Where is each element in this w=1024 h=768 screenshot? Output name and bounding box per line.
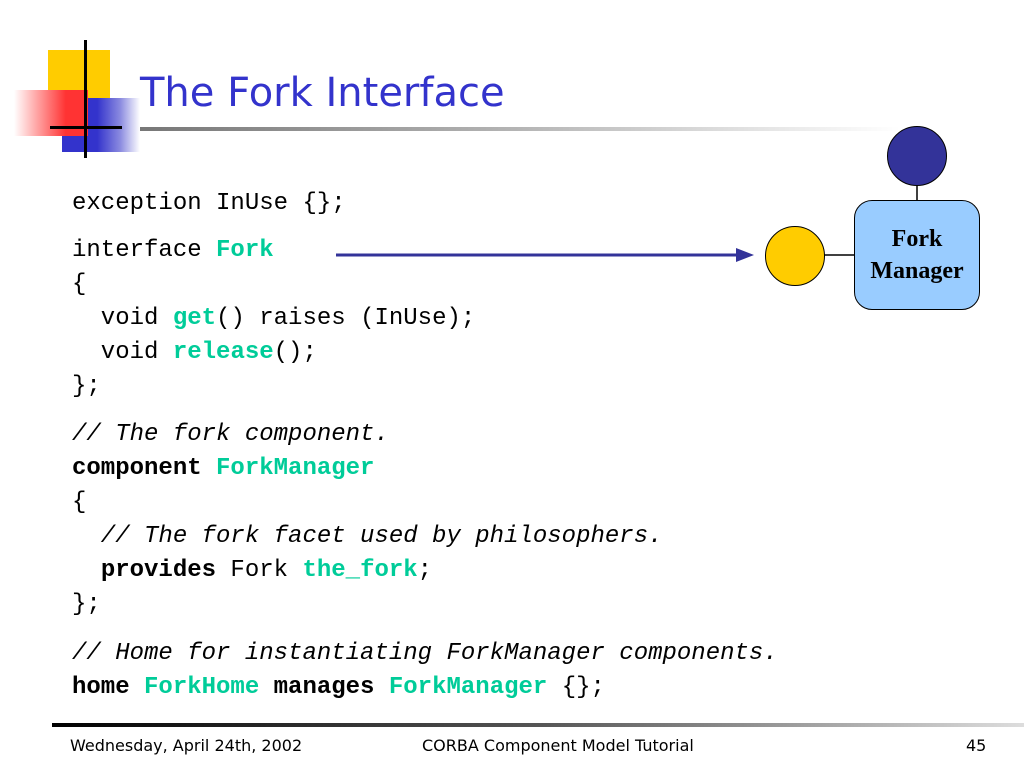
code-line-component: component ForkManager [72,454,374,484]
code-text: () raises (InUse); [216,305,476,332]
keyword-release: release [172,339,274,366]
code-text: void [72,305,173,332]
keyword-home: home [72,674,130,701]
keyword-the-fork: the_fork [302,557,418,584]
footer-title: CORBA Component Model Tutorial [422,736,694,755]
title-decoration-horizontal-line [50,126,122,129]
code-text: exception InUse {}; [72,190,346,217]
component-home-port [887,126,947,186]
arrow-to-facet [336,248,754,262]
code-comment-fork-component: // The fork component. [72,420,389,450]
keyword-component: component [72,455,202,482]
code-text: Fork [216,557,303,584]
code-text: // The fork facet used by philosophers. [72,523,663,550]
code-comment-home: // Home for instantiating ForkManager co… [72,639,778,669]
code-text: }; [72,373,101,400]
keyword-forkhome: ForkHome [144,674,260,701]
code-line-close-brace: }; [72,590,101,620]
fork-facet-port [765,226,825,286]
code-line-exception: exception InUse {}; [72,189,346,219]
keyword-forkmanager: ForkManager [388,674,548,701]
code-text: {}; [547,674,605,701]
keyword-get: get [172,305,217,332]
fork-manager-component: Fork Manager [854,200,980,310]
fork-manager-label-line2: Manager [870,258,964,284]
code-line-home: home ForkHome manages ForkManager {}; [72,673,605,703]
keyword-fork: Fork [216,237,274,264]
code-line-open-brace: { [72,270,86,300]
footer-date: Wednesday, April 24th, 2002 [70,736,303,755]
title-decoration-red-block [14,90,88,136]
code-line-open-brace: { [72,488,86,518]
code-text: }; [72,591,101,618]
keyword-provides: provides [100,557,217,584]
code-text: { [72,489,87,516]
code-text [202,455,216,482]
code-line-close-brace: }; [72,372,101,402]
code-text [72,557,101,584]
code-text: (); [273,339,317,366]
code-text: // Home for instantiating ForkManager co… [72,640,778,667]
arrow-head [736,248,754,262]
code-text [130,674,144,701]
footer-page-number: 45 [966,736,987,755]
keyword-forkmanager: ForkManager [216,455,375,482]
code-line-provides: provides Fork the_fork; [72,556,432,586]
code-comment-facet: // The fork facet used by philosophers. [72,522,663,552]
connector-lines [824,184,918,256]
slide-title: The Fork Interface [140,70,505,116]
fork-manager-label-line1: Fork [891,226,943,252]
title-underline [140,127,900,131]
title-decoration-vertical-line [84,40,87,158]
code-text [374,674,388,701]
footer-rule [52,723,1024,727]
code-text [259,674,273,701]
keyword-manages: manages [273,674,375,701]
code-text: interface [72,237,217,264]
code-line-get: void get() raises (InUse); [72,304,476,334]
code-text: { [72,271,87,298]
code-text: // The fork component. [72,421,389,448]
code-text: ; [417,557,433,584]
code-line-interface: interface Fork [72,236,274,266]
code-line-release: void release(); [72,338,317,368]
code-text: void [72,339,173,366]
